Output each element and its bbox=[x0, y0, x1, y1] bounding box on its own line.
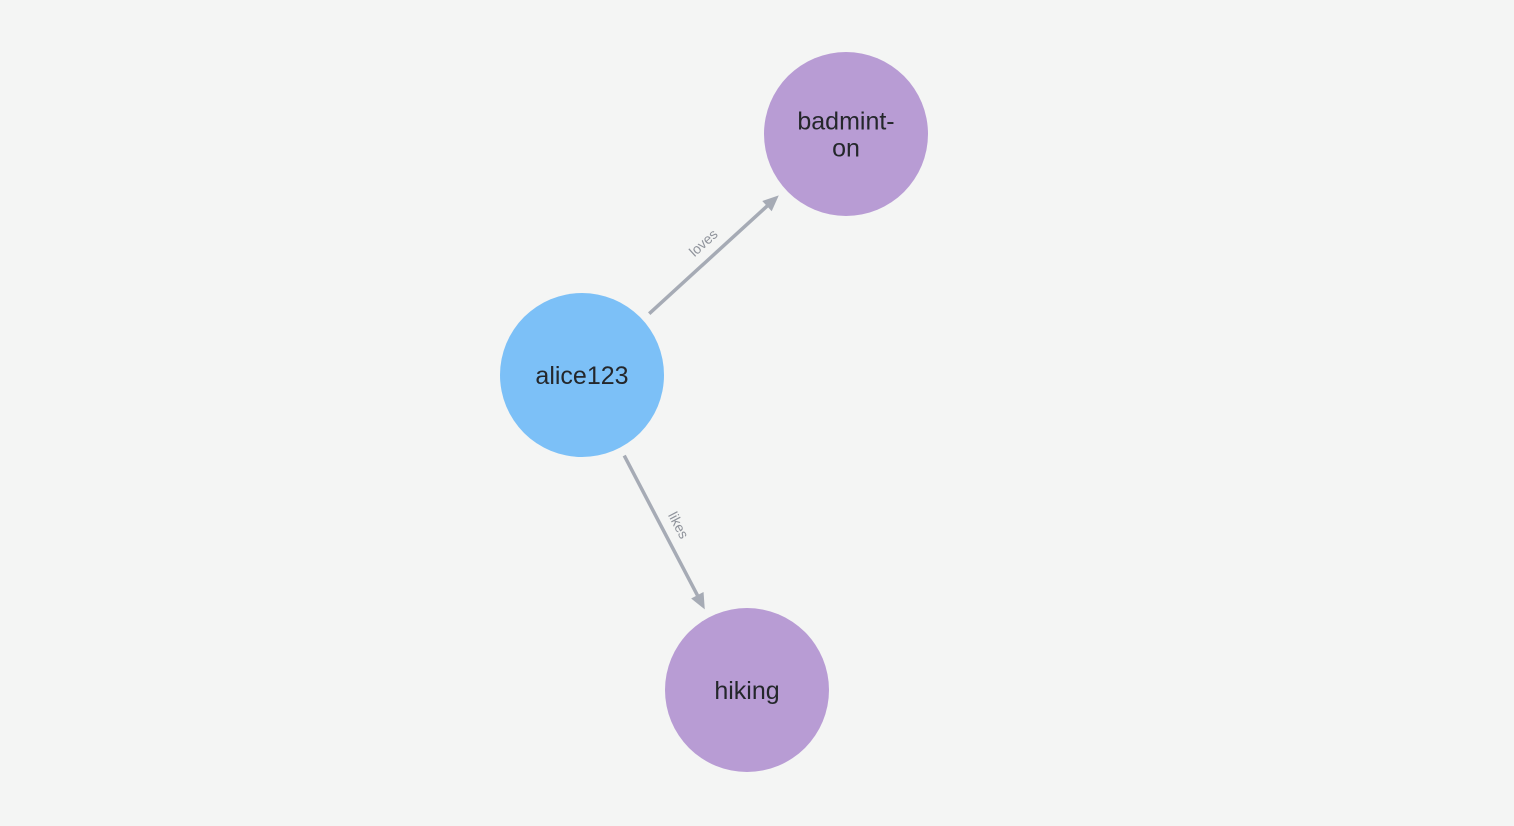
edge-line bbox=[648, 203, 770, 315]
node-alice123[interactable]: alice123 bbox=[500, 293, 664, 457]
node-label: alice123 bbox=[535, 362, 628, 390]
node-hiking[interactable]: hiking bbox=[665, 608, 829, 772]
node-circle bbox=[500, 293, 664, 457]
node-circle bbox=[764, 52, 928, 216]
node-label: hiking bbox=[714, 677, 779, 705]
edge-line bbox=[622, 454, 700, 598]
node-circle bbox=[665, 608, 829, 772]
node-badminton[interactable]: badmint-on bbox=[764, 52, 928, 216]
edge-loves[interactable]: loves bbox=[648, 195, 779, 315]
node-label: badmint-on bbox=[797, 107, 894, 162]
edge-likes[interactable]: likes bbox=[622, 454, 705, 610]
arrowhead-icon bbox=[691, 591, 705, 610]
edge-label: likes bbox=[665, 509, 692, 541]
arrowhead-icon bbox=[762, 195, 779, 212]
